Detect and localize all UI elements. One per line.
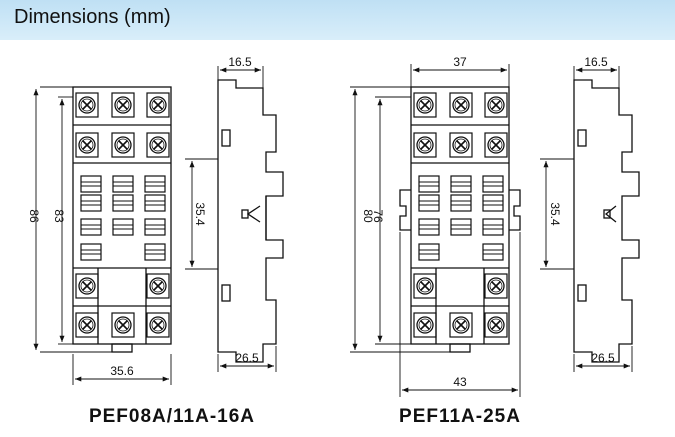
screw-terminal-icon — [413, 92, 508, 338]
dimension-arrow-icon — [185, 66, 277, 372]
dimension-arrow-icon — [540, 66, 633, 372]
dim-26-5-left: 26.5 — [235, 351, 259, 365]
dim-16-5-right: 16.5 — [584, 55, 608, 69]
dim-83: 83 — [52, 209, 66, 223]
dim-26-5-right: 26.5 — [591, 351, 615, 365]
side-view-right — [573, 79, 640, 363]
socket-slot-icon — [80, 175, 166, 261]
dim-86: 86 — [27, 209, 41, 223]
dimension-arrow-icon — [350, 64, 521, 397]
dim-37: 37 — [453, 55, 467, 69]
dim-35-6: 35.6 — [110, 364, 134, 378]
dim-80: 80 — [361, 209, 375, 223]
dimension-arrow-icon — [33, 86, 172, 385]
screw-terminal-icon — [75, 92, 170, 338]
dim-35-4-left: 35.4 — [193, 202, 207, 226]
model-label-left: PEF08A/11A-16A — [89, 406, 255, 427]
dim-16-5-left: 16.5 — [228, 55, 252, 69]
dim-35-4-right: 35.4 — [548, 202, 562, 226]
dim-76: 76 — [371, 209, 385, 223]
side-view-left — [217, 79, 284, 363]
model-label-right: PEF11A-25A — [399, 406, 521, 427]
dim-43: 43 — [453, 375, 467, 389]
page-title: Dimensions (mm) — [14, 6, 171, 28]
socket-slot-icon — [418, 175, 504, 261]
header-banner: Dimensions (mm) — [0, 0, 675, 40]
